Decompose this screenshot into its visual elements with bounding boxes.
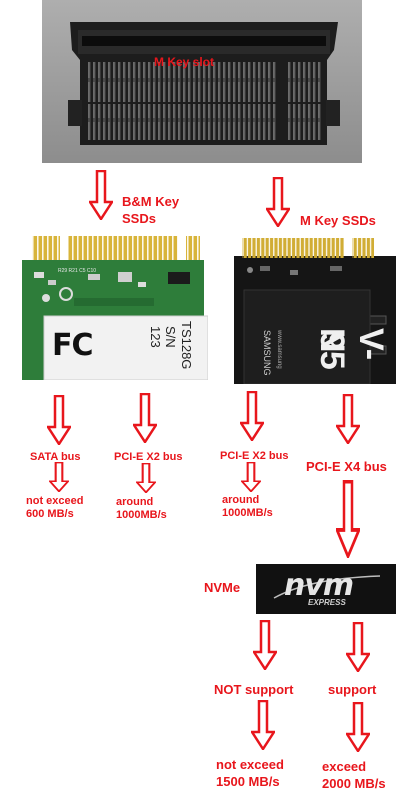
m-key-ssd-image [234, 238, 396, 384]
m-key-label: M Key SSDs [300, 213, 376, 228]
svg-text:R29 R21 C5 C10: R29 R21 C5 C10 [58, 268, 96, 274]
arrow-nvme-not-support [253, 620, 277, 670]
m-key-slot-photo: M Key slot [42, 0, 362, 163]
arrow-bm-pcie-speed [136, 463, 156, 493]
bm-pcie-speed-label: around 1000MB/s [116, 496, 167, 521]
slot-label: M Key slot [154, 55, 215, 69]
m-sticker-model-num: 95 [313, 332, 351, 370]
bm-sticker-model: TS128G [179, 321, 194, 370]
bm-key-ssd-image: R29 R21 C5 C10 [22, 236, 208, 380]
nvme-logo: nvm EXPRESS [256, 564, 396, 614]
arrow-sata-bus [47, 395, 71, 445]
nvme-logo-subtext: EXPRESS [308, 598, 346, 607]
nvme-not-support-label: NOT support [214, 682, 294, 697]
sata-bus-label: SATA bus [30, 451, 81, 463]
arrow-support-speed [346, 702, 370, 752]
nvme-support-label: support [328, 682, 377, 697]
arrow-nvme-support [346, 622, 370, 672]
bm-sticker-brand: FC [52, 328, 94, 363]
bm-key-label: B&M Key SSDs [122, 194, 180, 226]
arrow-m-pcie-x2-speed [241, 462, 261, 492]
bm-sticker-serial: S/N 123 [148, 326, 178, 348]
arrow-sata-speed [49, 462, 69, 492]
m-sticker-brand: SAMSUNG [262, 330, 272, 376]
m2-connector-image [42, 0, 362, 163]
m-sticker-site: www.samsung [276, 330, 282, 369]
arrow-not-support-speed [251, 700, 275, 750]
m-pcie-x4-bus-label: PCI-E X4 bus [306, 459, 387, 474]
sata-speed-label: not exceed 600 MB/s [26, 495, 84, 520]
arrow-m-pcie-x2-bus [240, 391, 264, 441]
m-pcie-x2-bus-label: PCI-E X2 bus [220, 450, 289, 462]
m-pcie-x2-speed-label: around 1000MB/s [222, 494, 273, 519]
nvme-label: NVMe [204, 580, 241, 595]
arrow-to-m-ssd [266, 177, 290, 227]
arrow-to-bm-ssd [89, 170, 113, 220]
nvme-logo-text: nvm [284, 568, 354, 603]
support-speed-label: exceed 2000 MB/s [322, 759, 386, 791]
arrow-m-pcie-x4-bus [336, 394, 360, 444]
m-key-ssd-photo: V-N 95 SAMSUNG www.samsung [230, 236, 398, 384]
bm-pcie-bus-label: PCI-E X2 bus [114, 451, 183, 463]
nvme-logo-swoosh [273, 575, 381, 599]
arrow-bm-pcie-bus [133, 393, 157, 443]
arrow-x4-to-nvme [336, 480, 360, 558]
not-support-speed-label: not exceed 1500 MB/s [216, 757, 284, 789]
bm-key-ssd-photo: R29 R21 C5 C10 FC TS128G S/N 123 [18, 232, 208, 380]
